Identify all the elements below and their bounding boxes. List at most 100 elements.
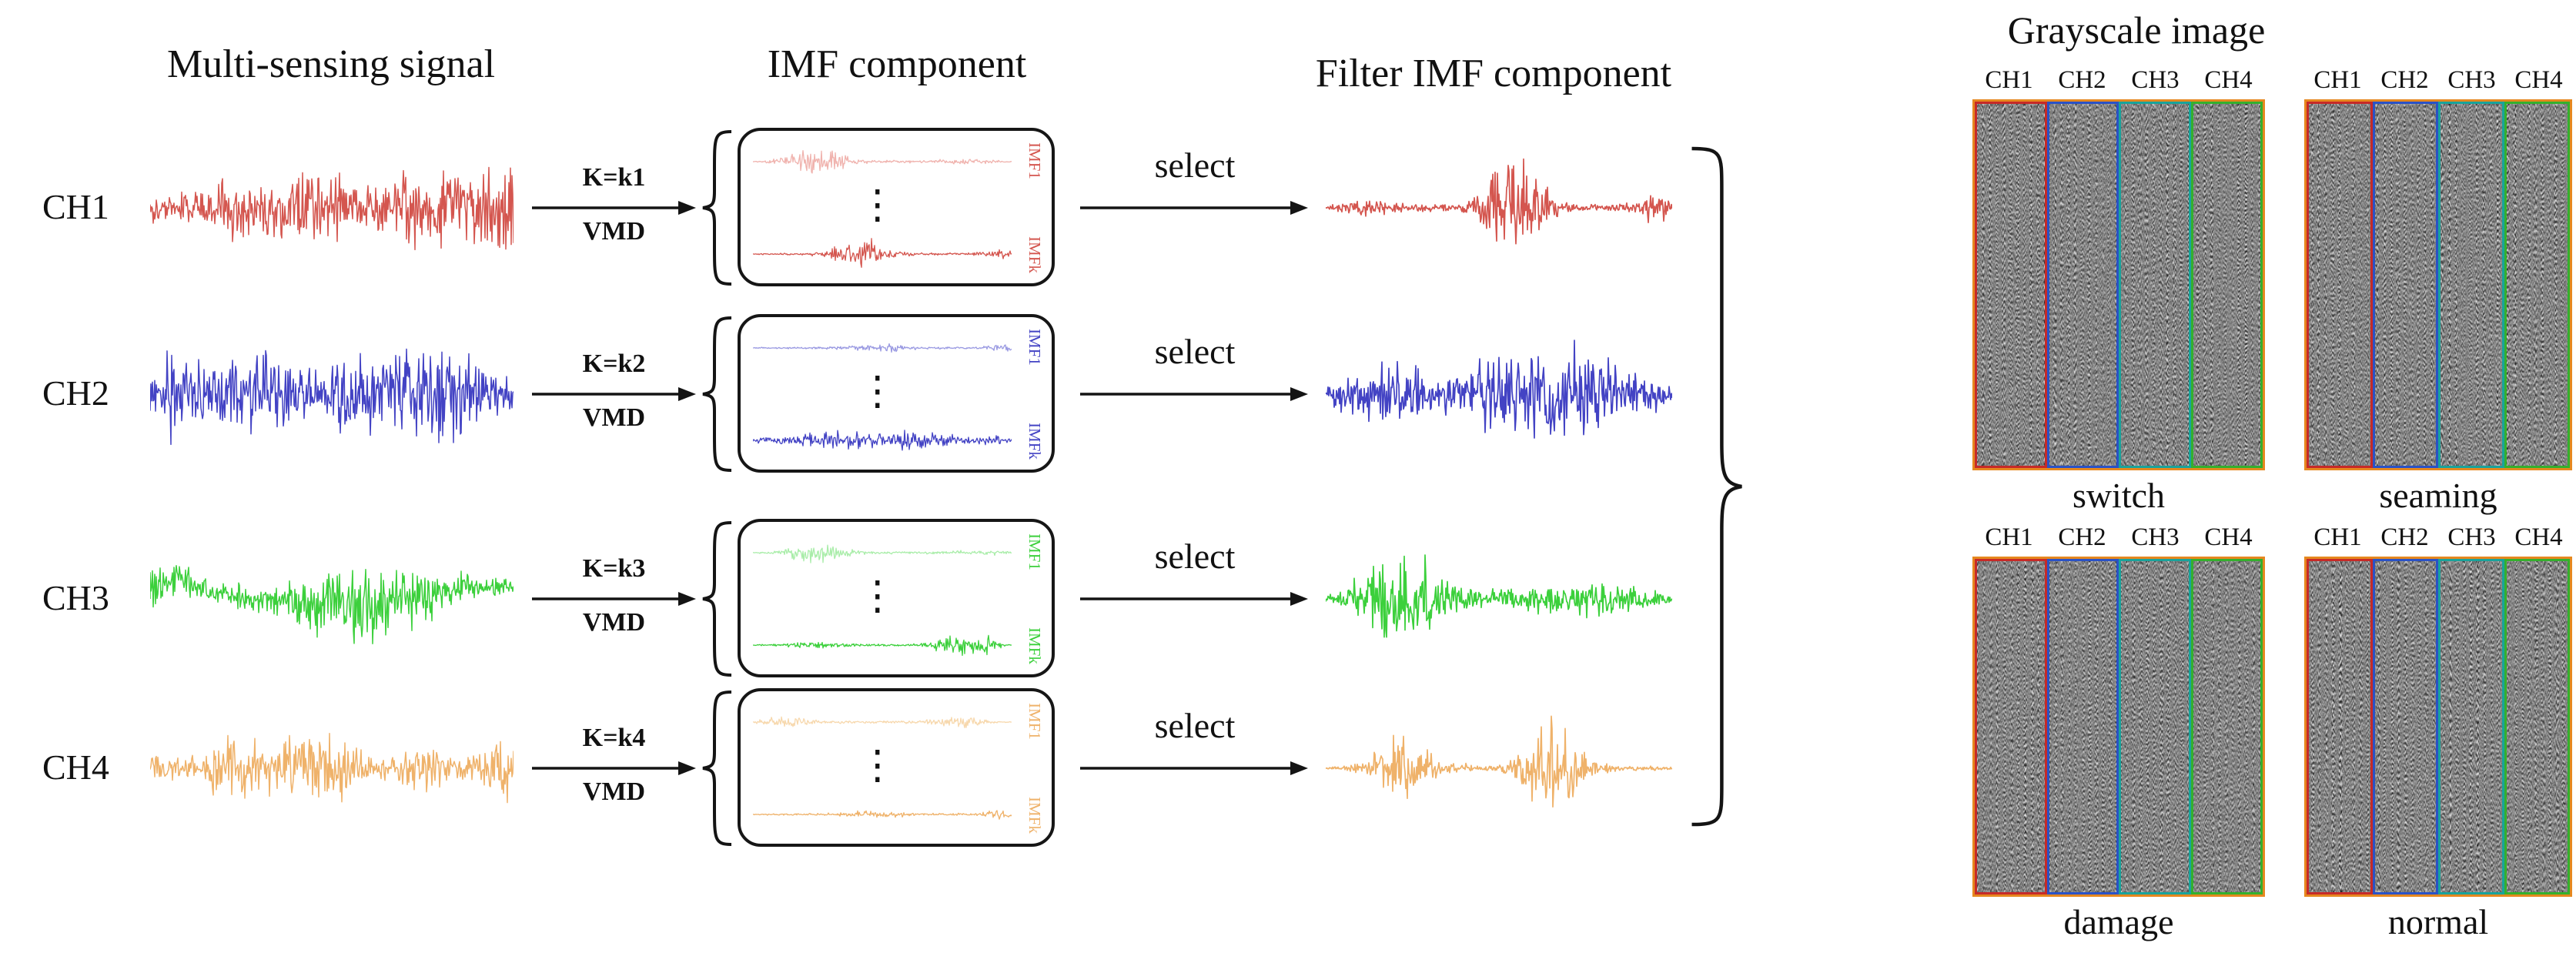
- filtered-imf-waveform: [1326, 339, 1672, 439]
- imf-box: IMF1 ⋮ IMFk: [738, 128, 1055, 286]
- vmd-label: VMD: [582, 608, 646, 637]
- title-filter-imf-component: Filter IMF component: [1315, 52, 1672, 95]
- panel-caption: seaming: [2379, 476, 2497, 515]
- grayscale-panel: CH1 CH2 CH3 CH4 damage: [1972, 523, 2265, 942]
- grayscale-column-image: [2049, 561, 2116, 892]
- grayscale-column-image: [2049, 104, 2116, 466]
- ellipsis-dots-icon: ⋮: [857, 574, 898, 619]
- panel-channel-label: CH4: [2204, 523, 2253, 551]
- select-step: select: [1079, 514, 1310, 684]
- decompose-brace-icon: [699, 316, 733, 473]
- grayscale-column-image: [2309, 561, 2370, 892]
- grayscale-column-image: [2374, 561, 2436, 892]
- channel-row: CH3 K=k3 VMD IMF1 ⋮ IMFk select: [0, 514, 1694, 684]
- select-label: select: [1154, 706, 1236, 745]
- vmd-k-label: K=k1: [582, 163, 646, 192]
- imf-label-top: IMF1: [1025, 142, 1044, 179]
- vmd-label: VMD: [582, 403, 646, 432]
- panel-channel-label: CH2: [2380, 66, 2429, 94]
- imf-label-bottom: IMFk: [1025, 423, 1044, 460]
- channel-label: CH1: [42, 187, 109, 226]
- channel-row: CH1 K=k1 VMD IMF1 ⋮ IMFk select: [0, 123, 1694, 293]
- grayscale-column: [2119, 559, 2191, 894]
- panel-image-area: [2304, 557, 2572, 897]
- panel-channel-label: CH4: [2204, 66, 2253, 94]
- grayscale-column: [2504, 102, 2570, 468]
- vmd-step: K=k4 VMD: [531, 684, 697, 853]
- imf-waveform-top: [753, 343, 1012, 353]
- imf-label-top: IMF1: [1025, 703, 1044, 740]
- panel-channel-label: CH1: [1985, 523, 2033, 551]
- vmd-arrow-icon: [532, 761, 696, 775]
- grayscale-column-image: [2441, 104, 2502, 466]
- panel-channel-label: CH3: [2131, 66, 2180, 94]
- imf-waveform-bottom: [753, 634, 1012, 657]
- filtered-imf-waveform: [1326, 158, 1672, 245]
- grayscale-column-image: [1977, 104, 2045, 466]
- grayscale-column: [2119, 102, 2191, 468]
- filtered-imf-waveform: [1326, 715, 1672, 808]
- raw-signal-waveform: [150, 348, 514, 446]
- grayscale-column: [1975, 102, 2047, 468]
- imf-label-bottom: IMFk: [1025, 627, 1044, 664]
- select-arrow-icon: [1080, 201, 1308, 215]
- vmd-arrow-icon: [532, 387, 696, 401]
- imf-waveform-bottom: [753, 430, 1012, 451]
- vmd-label: VMD: [582, 217, 646, 246]
- vmd-arrow-icon: [532, 201, 696, 215]
- title-multi-sensing-signal: Multi-sensing signal: [166, 42, 496, 86]
- imf-label-top: IMF1: [1025, 533, 1044, 570]
- grayscale-column: [2372, 559, 2438, 894]
- grayscale-column-image: [2309, 104, 2370, 466]
- decompose-brace-icon: [699, 129, 733, 286]
- channel-row: CH4 K=k4 VMD IMF1 ⋮ IMFk select: [0, 684, 1694, 853]
- grayscale-column: [2438, 559, 2504, 894]
- grayscale-column: [2307, 559, 2373, 894]
- grayscale-column: [1975, 559, 2047, 894]
- grayscale-column: [2504, 559, 2570, 894]
- grayscale-column-image: [2121, 104, 2189, 466]
- imf-label-bottom: IMFk: [1025, 236, 1044, 273]
- panel-channel-label: CH3: [2447, 523, 2496, 551]
- select-arrow-icon: [1080, 761, 1308, 775]
- grayscale-column: [2190, 102, 2263, 468]
- vmd-label: VMD: [582, 777, 646, 806]
- channel-label: CH4: [42, 747, 109, 787]
- panel-image-area: [2304, 99, 2572, 470]
- channel-label: CH3: [42, 578, 109, 617]
- raw-signal-waveform: [150, 565, 514, 644]
- vmd-k-label: K=k3: [582, 554, 646, 583]
- panel-caption: normal: [2387, 902, 2489, 941]
- panel-channel-label: CH2: [2380, 523, 2429, 551]
- panel-caption: damage: [2063, 902, 2174, 941]
- panel-channel-label: CH4: [2514, 523, 2563, 551]
- imf-waveform-bottom: [753, 810, 1012, 820]
- grayscale-column-image: [2506, 104, 2568, 466]
- imf-label-bottom: IMFk: [1025, 797, 1044, 834]
- select-label: select: [1154, 145, 1236, 185]
- select-label: select: [1154, 537, 1236, 576]
- panel-channel-label: CH2: [2058, 523, 2106, 551]
- select-step: select: [1079, 684, 1310, 853]
- panel-channel-label: CH1: [1985, 66, 2033, 94]
- select-arrow-icon: [1080, 592, 1308, 606]
- raw-signal-waveform: [150, 733, 514, 804]
- channel-label: CH2: [42, 373, 109, 413]
- imf-waveform-bottom: [753, 238, 1012, 268]
- raw-signal-waveform: [150, 166, 514, 251]
- grayscale-column-image: [1977, 561, 2045, 892]
- imf-waveform-top: [753, 149, 1012, 174]
- title-grayscale-image: Grayscale image: [2007, 8, 2266, 52]
- channel-row: CH2 K=k2 VMD IMF1 ⋮ IMFk select: [0, 309, 1694, 479]
- imf-box: IMF1 ⋮ IMFk: [738, 519, 1055, 677]
- grayscale-column-image: [2193, 561, 2260, 892]
- imf-waveform-top: [753, 716, 1012, 729]
- grayscale-column-image: [2121, 561, 2189, 892]
- panel-channel-label: CH3: [2131, 523, 2180, 551]
- gather-brace-icon: [1688, 146, 1745, 827]
